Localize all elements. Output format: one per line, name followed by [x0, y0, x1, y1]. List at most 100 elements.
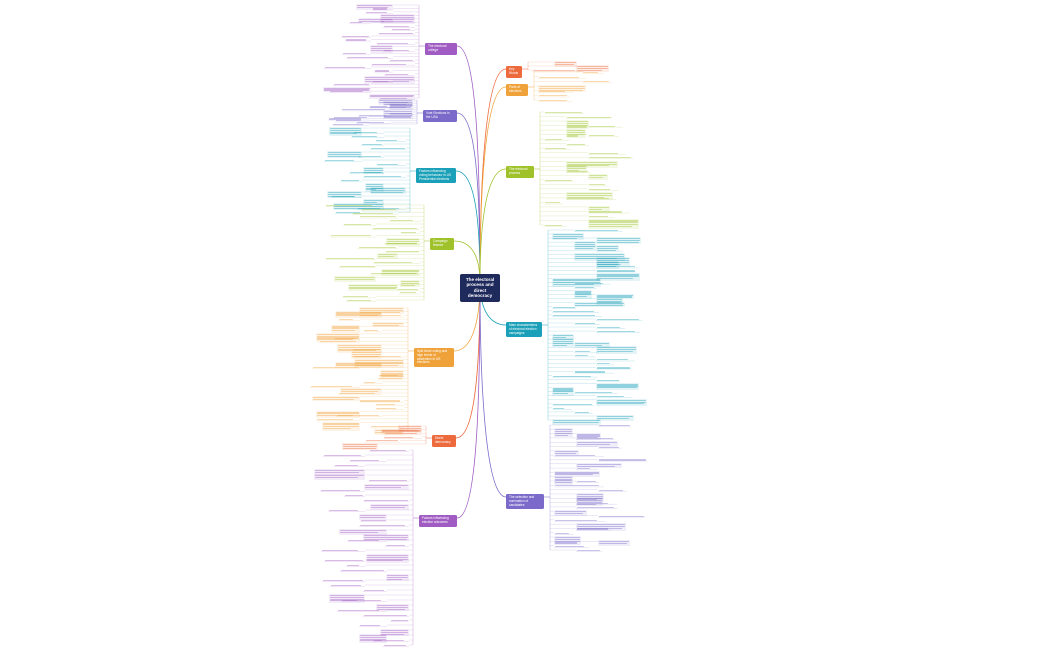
leaf-node[interactable]: [544, 201, 563, 205]
leaf-node[interactable]: [369, 105, 391, 109]
leaf-node[interactable]: [400, 280, 420, 288]
leaf-node[interactable]: [359, 634, 387, 644]
leaf-node[interactable]: [574, 322, 600, 326]
leaf-node[interactable]: [369, 504, 409, 510]
leaf-node[interactable]: [353, 131, 384, 135]
leaf-node[interactable]: [375, 139, 406, 143]
leaf-node[interactable]: [352, 348, 382, 352]
leaf-node[interactable]: [574, 370, 614, 374]
branch-b6[interactable]: Direct democracy: [432, 435, 456, 447]
leaf-node[interactable]: [345, 38, 371, 42]
leaf-node[interactable]: [337, 609, 387, 613]
leaf-node[interactable]: [576, 65, 610, 73]
leaf-node[interactable]: [328, 509, 365, 513]
leaf-node[interactable]: [329, 90, 371, 94]
leaf-node[interactable]: [322, 579, 365, 583]
leaf-node[interactable]: [346, 564, 365, 568]
leaf-node[interactable]: [341, 108, 391, 112]
leaf-node[interactable]: [359, 314, 404, 318]
leaf-node[interactable]: [344, 494, 365, 498]
leaf-node[interactable]: [334, 310, 382, 319]
leaf-node[interactable]: [554, 536, 582, 546]
leaf-node[interactable]: [358, 155, 384, 159]
leaf-node[interactable]: [389, 59, 415, 63]
leaf-node[interactable]: [576, 437, 615, 441]
leaf-node[interactable]: [361, 208, 398, 212]
leaf-node[interactable]: [574, 289, 593, 299]
leaf-node[interactable]: [552, 310, 599, 314]
leaf-node[interactable]: [588, 210, 630, 214]
leaf-node[interactable]: [574, 286, 597, 290]
leaf-node[interactable]: [322, 86, 371, 93]
leaf-node[interactable]: [358, 246, 398, 250]
leaf-node[interactable]: [323, 454, 365, 458]
leaf-node[interactable]: [588, 188, 618, 192]
branch-b1[interactable]: The electoral college: [425, 43, 457, 55]
leaf-node[interactable]: [373, 639, 409, 643]
leaf-node[interactable]: [544, 224, 567, 228]
branch-b7[interactable]: Factors influencing election outcomes: [419, 515, 457, 527]
leaf-node[interactable]: [313, 469, 365, 475]
leaf-node[interactable]: [352, 212, 398, 216]
leaf-node[interactable]: [389, 102, 413, 111]
leaf-node[interactable]: [384, 242, 420, 246]
leaf-node[interactable]: [552, 407, 572, 411]
leaf-node[interactable]: [574, 301, 626, 308]
leaf-node[interactable]: [554, 484, 604, 488]
leaf-node[interactable]: [538, 99, 572, 103]
leaf-node[interactable]: [339, 265, 376, 269]
leaf-node[interactable]: [327, 191, 362, 199]
leaf-node[interactable]: [324, 559, 365, 563]
leaf-node[interactable]: [538, 76, 586, 80]
leaf-node[interactable]: [353, 355, 404, 359]
leaf-node[interactable]: [598, 424, 631, 428]
leaf-node[interactable]: [554, 471, 601, 477]
leaf-node[interactable]: [329, 127, 362, 137]
leaf-node[interactable]: [588, 156, 633, 160]
leaf-node[interactable]: [576, 506, 618, 510]
leaf-node[interactable]: [596, 245, 620, 251]
leaf-node[interactable]: [596, 362, 615, 366]
leaf-node[interactable]: [372, 80, 393, 84]
leaf-node[interactable]: [552, 403, 594, 407]
leaf-node[interactable]: [582, 80, 612, 84]
leaf-node[interactable]: [359, 624, 387, 628]
leaf-node[interactable]: [359, 399, 404, 403]
leaf-node[interactable]: [576, 462, 622, 469]
leaf-node[interactable]: [370, 272, 420, 276]
leaf-node[interactable]: [361, 143, 384, 147]
leaf-node[interactable]: [351, 351, 382, 359]
leaf-node[interactable]: [316, 410, 360, 418]
leaf-node[interactable]: [340, 388, 382, 394]
leaf-node[interactable]: [386, 238, 420, 246]
leaf-node[interactable]: [399, 291, 420, 295]
leaf-node[interactable]: [552, 375, 597, 379]
leaf-node[interactable]: [566, 116, 612, 120]
leaf-node[interactable]: [384, 432, 422, 436]
leaf-node[interactable]: [596, 293, 635, 300]
leaf-node[interactable]: [389, 112, 413, 116]
leaf-node[interactable]: [364, 76, 415, 84]
leaf-node[interactable]: [373, 261, 420, 265]
leaf-node[interactable]: [398, 425, 422, 433]
leaf-node[interactable]: [363, 484, 409, 490]
leaf-node[interactable]: [371, 63, 415, 67]
leaf-node[interactable]: [598, 446, 621, 450]
leaf-node[interactable]: [364, 183, 384, 193]
leaf-node[interactable]: [552, 306, 576, 310]
leaf-node[interactable]: [596, 257, 630, 267]
leaf-node[interactable]: [389, 219, 420, 223]
leaf-node[interactable]: [378, 374, 404, 378]
leaf-node[interactable]: [363, 167, 384, 175]
leaf-node[interactable]: [342, 52, 371, 56]
leaf-node[interactable]: [363, 499, 409, 503]
leaf-node[interactable]: [369, 187, 406, 195]
leaf-node[interactable]: [596, 318, 642, 322]
leaf-node[interactable]: [358, 114, 391, 118]
leaf-node[interactable]: [356, 121, 391, 125]
leaf-node[interactable]: [372, 227, 420, 231]
leaf-node[interactable]: [596, 414, 635, 421]
leaf-node[interactable]: [380, 14, 415, 24]
leaf-node[interactable]: [360, 519, 387, 523]
leaf-node[interactable]: [357, 207, 406, 211]
